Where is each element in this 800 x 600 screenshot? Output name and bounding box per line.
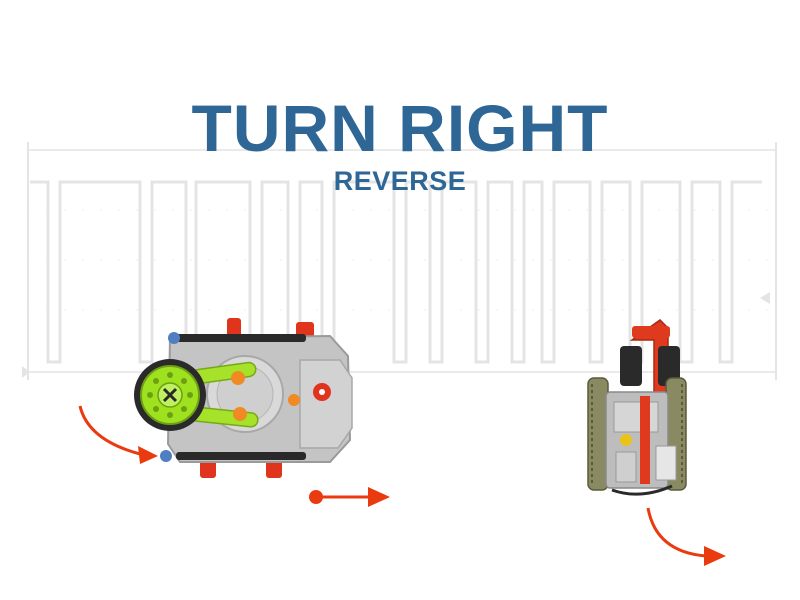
slide-title: TURN RIGHT (191, 91, 609, 165)
curved-arrow-icon (78, 405, 158, 464)
straight-arrow-icon (309, 487, 390, 507)
lime-wheel (134, 359, 206, 431)
robot-crawler-view (587, 319, 687, 496)
trigger-marker (760, 292, 770, 304)
trigger-marker-left (22, 366, 30, 378)
robot-top-view (134, 318, 353, 478)
curved-arrow-icon-2 (646, 507, 726, 566)
slide-subtitle: REVERSE (333, 166, 467, 196)
